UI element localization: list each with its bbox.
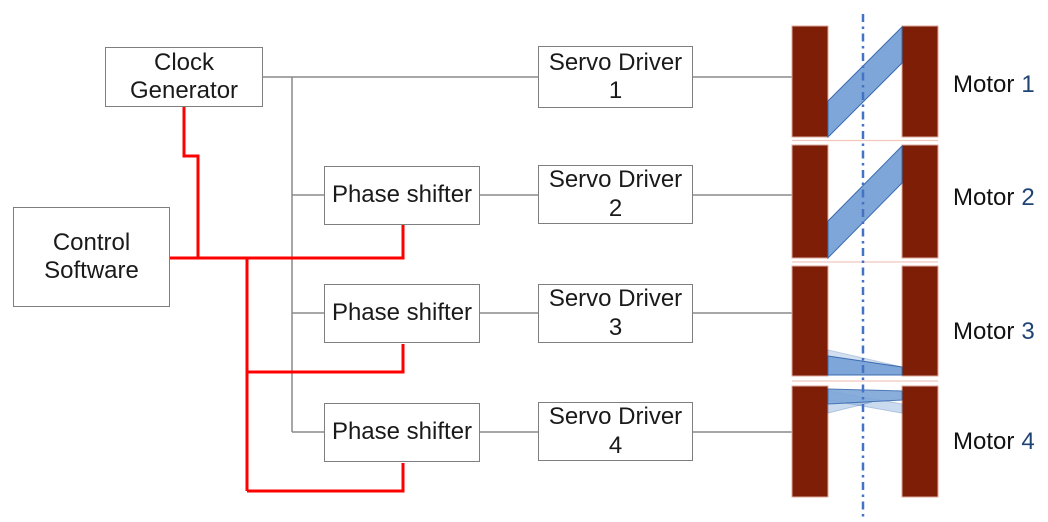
connector-lines xyxy=(263,76,792,433)
motor-3-left-bar xyxy=(791,265,829,377)
servo-driver-2-label: Servo Driver xyxy=(548,166,683,194)
motor-2-label-number: 2 xyxy=(1021,184,1035,211)
motor-2-left-bar xyxy=(791,144,829,259)
servo-driver-1-number: 1 xyxy=(608,77,623,104)
phase-shifter-1-label: Phase shifter xyxy=(331,181,473,209)
control-to-phase-shifter-3-line xyxy=(247,463,405,493)
motor-1-right-bar xyxy=(901,25,939,138)
motor-1-label-text: Motor xyxy=(953,71,1015,98)
motor-bars xyxy=(791,25,939,498)
servo-driver-3-label: Servo Driver xyxy=(548,285,683,313)
motor-3-right-bar xyxy=(901,265,939,377)
motor-2-right-bar xyxy=(901,144,939,259)
motor-3-flux-band xyxy=(827,355,903,376)
control-signal-lines xyxy=(168,107,405,493)
phase-shifter-3-label: Phase shifter xyxy=(331,418,473,446)
motor-2-label-text: Motor xyxy=(953,184,1015,211)
motor-row-separators xyxy=(792,139,938,382)
phase-shifter-2-box: Phase shifter xyxy=(324,284,480,343)
servo-driver-2-number: 2 xyxy=(608,194,623,222)
control-to-phase-shifter-1-line xyxy=(168,225,405,260)
motor-3-label-text: Motor xyxy=(953,318,1015,345)
control-software-label-line1: Control xyxy=(52,228,131,256)
servo-driver-1-box: Servo Driver 1 xyxy=(538,46,693,108)
motor-1-label-number: 1 xyxy=(1021,71,1035,98)
servo-driver-4-label: Servo Driver xyxy=(548,403,683,431)
servo-driver-4-number: 4 xyxy=(608,431,623,459)
servo-driver-4-box: Servo Driver 4 xyxy=(538,402,693,461)
motor-4-right-bar xyxy=(901,385,939,498)
clock-generator-box: Clock Generator xyxy=(105,47,263,107)
motor-1-flux-band xyxy=(827,25,903,139)
control-to-phase-shifter-2-line xyxy=(247,344,405,374)
phase-shifter-3-box: Phase shifter xyxy=(324,403,480,462)
clock-generator-label-line2: Generator xyxy=(129,77,239,104)
clock-generator-signal-line xyxy=(182,107,200,258)
clock-generator-label-line1: Clock xyxy=(153,48,214,76)
motor-2-flux-band xyxy=(827,144,903,260)
motor-3-label-number: 3 xyxy=(1021,318,1035,345)
motor-4-label-text: Motor xyxy=(953,428,1015,455)
servo-driver-2-box: Servo Driver 2 xyxy=(538,165,693,224)
servo-driver-1-label: Servo Driver xyxy=(548,48,683,76)
motor-4-flux-band xyxy=(827,388,903,405)
motor-flux-bands xyxy=(827,25,903,414)
motor-4-left-bar xyxy=(791,385,829,498)
motor-1-left-bar xyxy=(791,25,829,138)
control-software-label-line2: Software xyxy=(44,257,139,284)
servo-driver-3-box: Servo Driver 3 xyxy=(538,284,693,343)
phase-shifter-1-box: Phase shifter xyxy=(324,166,480,225)
phase-shifter-2-label: Phase shifter xyxy=(331,299,473,327)
control-software-box: Control Software xyxy=(13,207,170,307)
motor-4-label-number: 4 xyxy=(1021,428,1035,455)
servo-driver-3-number: 3 xyxy=(608,313,623,341)
